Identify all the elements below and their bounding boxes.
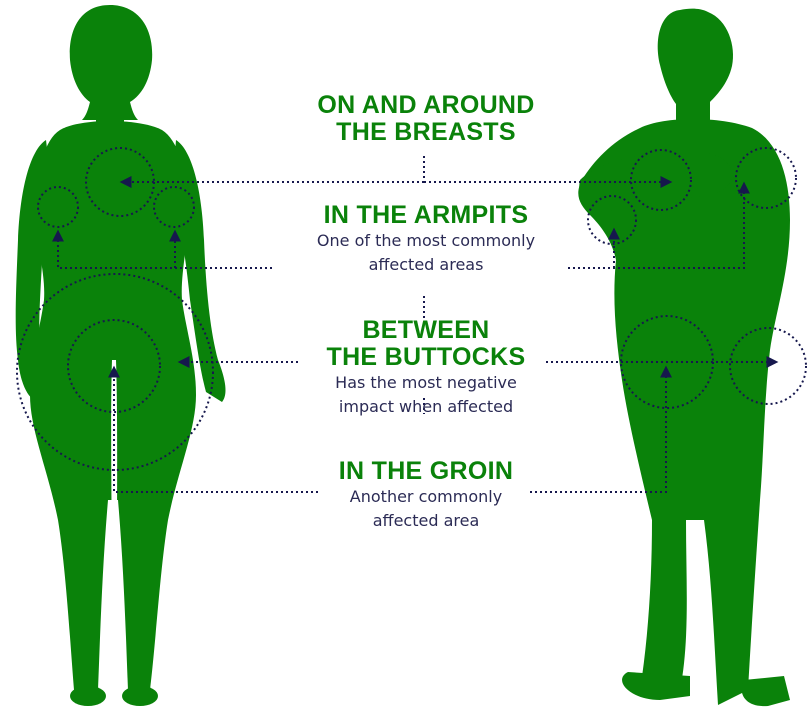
male-silhouette-icon [578, 9, 790, 706]
label-breasts: ON AND AROUND THE BREASTS [276, 92, 576, 146]
label-groin-title: IN THE GROIN [276, 458, 576, 485]
label-buttocks-description: Has the most negative impact when affect… [276, 371, 576, 419]
label-groin-description: Another commonly affected area [276, 485, 576, 533]
label-breasts-title: ON AND AROUND THE BREASTS [276, 92, 576, 146]
label-armpits-description: One of the most commonly affected areas [276, 229, 576, 277]
label-armpits: IN THE ARMPITS One of the most commonly … [276, 202, 576, 277]
label-buttocks-title: BETWEEN THE BUTTOCKS [276, 317, 576, 371]
label-armpits-title: IN THE ARMPITS [276, 202, 576, 229]
label-groin: IN THE GROIN Another commonly affected a… [276, 458, 576, 533]
female-silhouette-icon [16, 5, 226, 706]
label-buttocks: BETWEEN THE BUTTOCKS Has the most negati… [276, 317, 576, 419]
